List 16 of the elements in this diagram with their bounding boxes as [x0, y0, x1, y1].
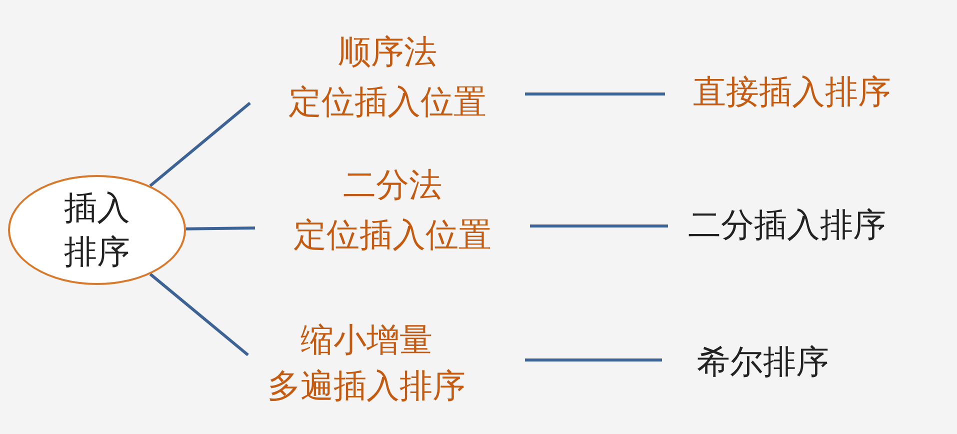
connector-line [525, 358, 662, 362]
connector-line [186, 226, 256, 230]
result-label: 直接插入排序 [665, 67, 935, 117]
method-text: 多遍插入排序 [266, 365, 466, 407]
topic-ellipse: 插入排序 [8, 175, 186, 285]
method-heading: 缩小增量 [300, 319, 434, 361]
connector-line [149, 272, 249, 356]
connector-line [530, 224, 668, 228]
result-label: 希尔排序 [662, 337, 882, 387]
method-heading: 二分法 [342, 164, 443, 206]
method-heading: 顺序法 [337, 31, 438, 73]
method-text: 定位插入位置 [292, 214, 492, 256]
method-text: 定位插入位置 [288, 81, 488, 123]
connector-line [525, 92, 665, 96]
result-label: 二分插入排序 [668, 200, 938, 250]
connector-line [149, 102, 251, 188]
